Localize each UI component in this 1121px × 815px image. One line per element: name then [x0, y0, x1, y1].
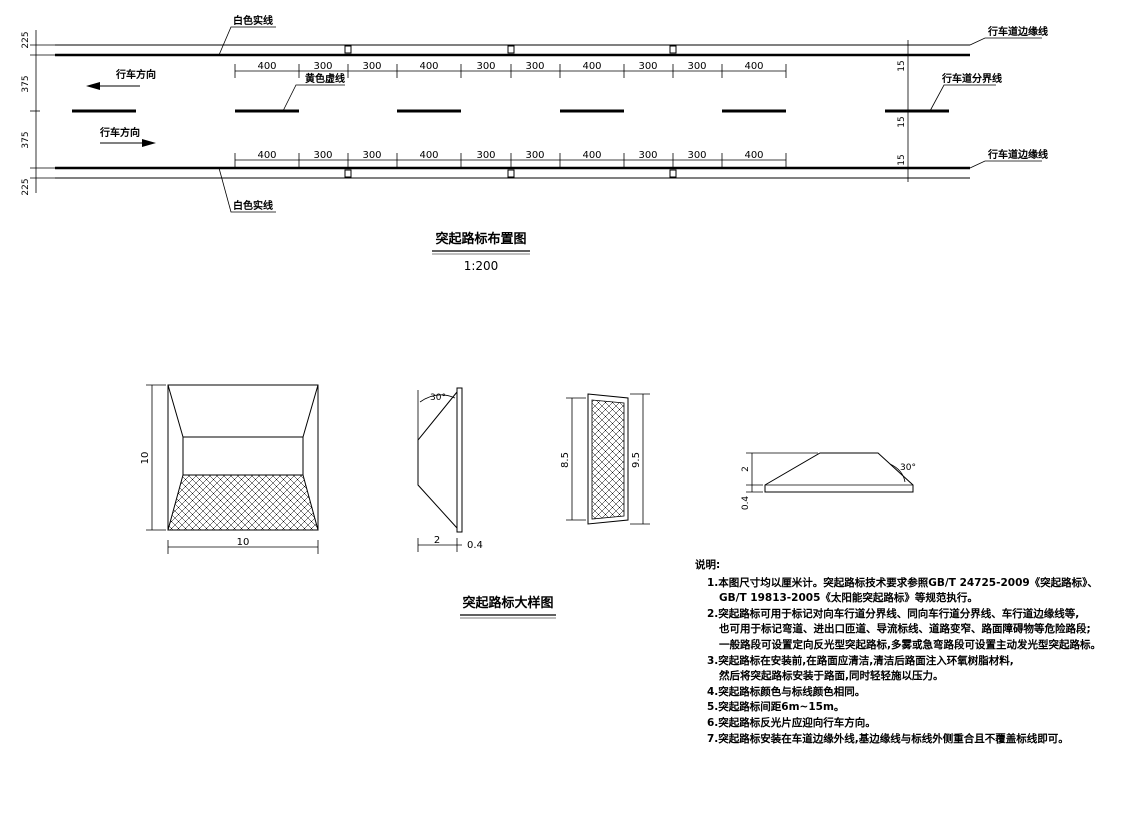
label-edge-line-bottom: 行车道边缘线 — [987, 148, 1048, 161]
label-edge-line-top: 行车道边缘线 — [987, 25, 1048, 38]
dim-front-height: 10 — [140, 452, 151, 465]
dim-label: 400 — [257, 61, 276, 72]
note-line: 2.突起路标可用于标记对向车行道分界线、同向车行道分界线、车行道边缘线等, — [707, 607, 1080, 620]
dim-label: 300 — [638, 61, 657, 72]
dim-label: 300 — [362, 61, 381, 72]
dim-label: 300 — [362, 150, 381, 161]
direction-arrows — [86, 82, 156, 147]
dim-label: 15 — [897, 60, 907, 71]
dim-label: 300 — [313, 61, 332, 72]
label-lane-divider: 行车道分界线 — [941, 72, 1002, 85]
layout-labels: 白色实线 白色实线 黄色虚线 行车道边缘线 行车道边缘线 行车道分界线 行车方向… — [99, 14, 1048, 212]
top-dim-labels: 400 300 300 400 300 300 400 300 300 400 — [257, 61, 763, 72]
dim-label: 400 — [582, 61, 601, 72]
dim-label: 300 — [638, 150, 657, 161]
label-yellow-dashed: 黄色虚线 — [305, 72, 345, 85]
bottom-dim-labels: 400 300 300 400 300 300 400 300 300 400 — [257, 150, 763, 161]
dim-label: 300 — [525, 150, 544, 161]
dim-label: 400 — [582, 150, 601, 161]
dim-label: 300 — [476, 61, 495, 72]
left-dim-labels: 225 375 375 225 — [21, 31, 31, 195]
dim-label: 300 — [687, 61, 706, 72]
label-direction-right: 行车方向 — [99, 126, 140, 139]
layout-title: 突起路标布置图 — [435, 231, 526, 247]
dim-label: 300 — [687, 150, 706, 161]
dim-label: 225 — [21, 31, 31, 48]
dim-label: 400 — [744, 150, 763, 161]
right-dim-chain — [903, 40, 913, 182]
dim-label: 300 — [476, 150, 495, 161]
note-line: 1.本图尺寸均以厘米计。突起路标技术要求参照GB/T 24725-2009《突起… — [707, 576, 1098, 589]
layout-scale: 1:200 — [464, 259, 499, 273]
dim-label: 400 — [744, 61, 763, 72]
note-line: 也可用于标记弯道、进出口匝道、导流标线、道路变窄、路面障碍物等危险路段; — [719, 623, 1091, 636]
dim-label: 400 — [257, 150, 276, 161]
dim-label: 300 — [525, 61, 544, 72]
raised-markers-top — [344, 45, 677, 54]
label-white-solid-bottom: 白色实线 — [233, 199, 273, 212]
detail-side-view: 30° 2 0.4 — [417, 387, 483, 552]
note-line: GB/T 19813-2005《太阳能突起路标》等规范执行。 — [719, 592, 978, 605]
note-line: 5.突起路标间距6m~15m。 — [707, 701, 845, 714]
dim-side-thick: 0.4 — [467, 540, 483, 551]
top-dim-chain — [234, 64, 787, 78]
detail-profile-view: 2 0.4 30° — [741, 452, 916, 511]
detail-front-view: 10 10 — [140, 384, 319, 554]
dim-profile-height: 2 — [741, 466, 751, 472]
arrow-right-icon — [142, 139, 156, 147]
dim-label: 225 — [21, 178, 31, 195]
right-dim-labels: 15 15 15 — [897, 60, 907, 165]
left-dim-chain — [30, 30, 55, 193]
dim-label: 375 — [21, 131, 31, 148]
dim-profile-angle: 30° — [900, 463, 916, 473]
note-line: 6.突起路标反光片应迎向行车方向。 — [707, 716, 876, 729]
dim-label: 400 — [419, 150, 438, 161]
dim-reflector-inner: 8.5 — [560, 452, 571, 468]
note-line: 7.突起路标安装在车道边缘外线,基边缘线与标线外侧重合且不覆盖标线即可。 — [707, 732, 1069, 745]
dim-label: 375 — [21, 75, 31, 92]
arrow-left-icon — [86, 82, 100, 90]
dim-label: 400 — [419, 61, 438, 72]
layout-plan: 400 300 300 400 300 300 400 300 300 400 — [21, 14, 1048, 273]
note-line: 一般路段可设置定向反光型突起路标,多雾或急弯路段可设置主动发光型突起路标。 — [719, 638, 1101, 651]
leaders — [218, 26, 1042, 213]
detail-title: 突起路标大样图 — [462, 595, 553, 611]
note-line: 3.突起路标在安装前,在路面应清洁,清洁后路面注入环氧树脂材料, — [707, 654, 1014, 667]
dim-side-angle: 30° — [430, 393, 446, 403]
bottom-dim-chain — [234, 153, 787, 167]
dim-side-width: 2 — [434, 535, 440, 546]
detail-reflector-view: 8.5 9.5 — [560, 393, 650, 525]
dim-label: 15 — [897, 154, 907, 165]
label-white-solid-top: 白色实线 — [233, 14, 273, 27]
dim-label: 15 — [897, 116, 907, 127]
raised-markers-bottom — [344, 169, 677, 178]
dim-reflector-outer: 9.5 — [631, 452, 642, 468]
dim-profile-base: 0.4 — [741, 496, 751, 511]
dim-label: 300 — [313, 150, 332, 161]
label-direction-left: 行车方向 — [115, 68, 156, 81]
dim-front-width: 10 — [237, 537, 250, 548]
note-line: 4.突起路标颜色与标线颜色相同。 — [707, 685, 866, 698]
note-line: 然后将突起路标安装于路面,同时轻轻施以压力。 — [719, 670, 944, 683]
notes-block: 说明: 1.本图尺寸均以厘米计。突起路标技术要求参照GB/T 24725-200… — [695, 558, 1115, 747]
notes-heading: 说明: — [695, 559, 721, 571]
